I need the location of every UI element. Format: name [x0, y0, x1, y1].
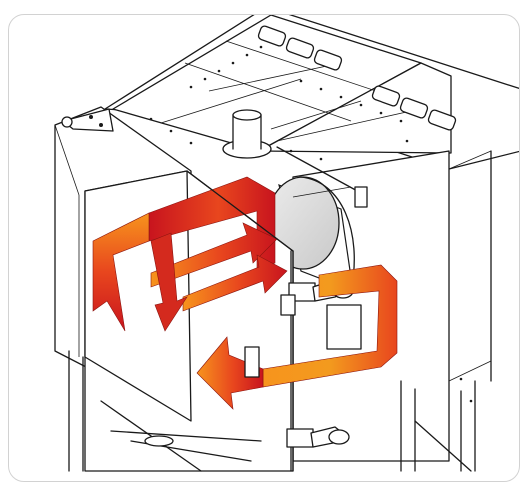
airflow-arrow [196, 336, 264, 410]
duct-bracket [326, 304, 362, 350]
vent-slot [313, 49, 343, 71]
diagram-frame [8, 14, 520, 482]
latch-clamp-lower [286, 426, 350, 448]
vent-slot [371, 85, 401, 107]
roof-panel [104, 15, 519, 170]
exhaust-pipe [222, 109, 272, 159]
door-handle [244, 346, 260, 378]
support-rod [276, 146, 368, 208]
vent-slot [285, 37, 315, 59]
vent-slot-group [257, 25, 457, 131]
airflow-arrow [182, 254, 288, 312]
hinge [61, 108, 114, 132]
vent-slot [257, 25, 287, 47]
vent-slot [399, 97, 429, 119]
airflow-arrow [92, 212, 150, 332]
airflow-arrow [150, 232, 188, 332]
machine-illustration [54, 15, 519, 472]
stand [68, 350, 476, 472]
vent-slot [427, 109, 457, 131]
cross-bar-cap [144, 435, 174, 447]
roof-bolts [149, 45, 409, 161]
